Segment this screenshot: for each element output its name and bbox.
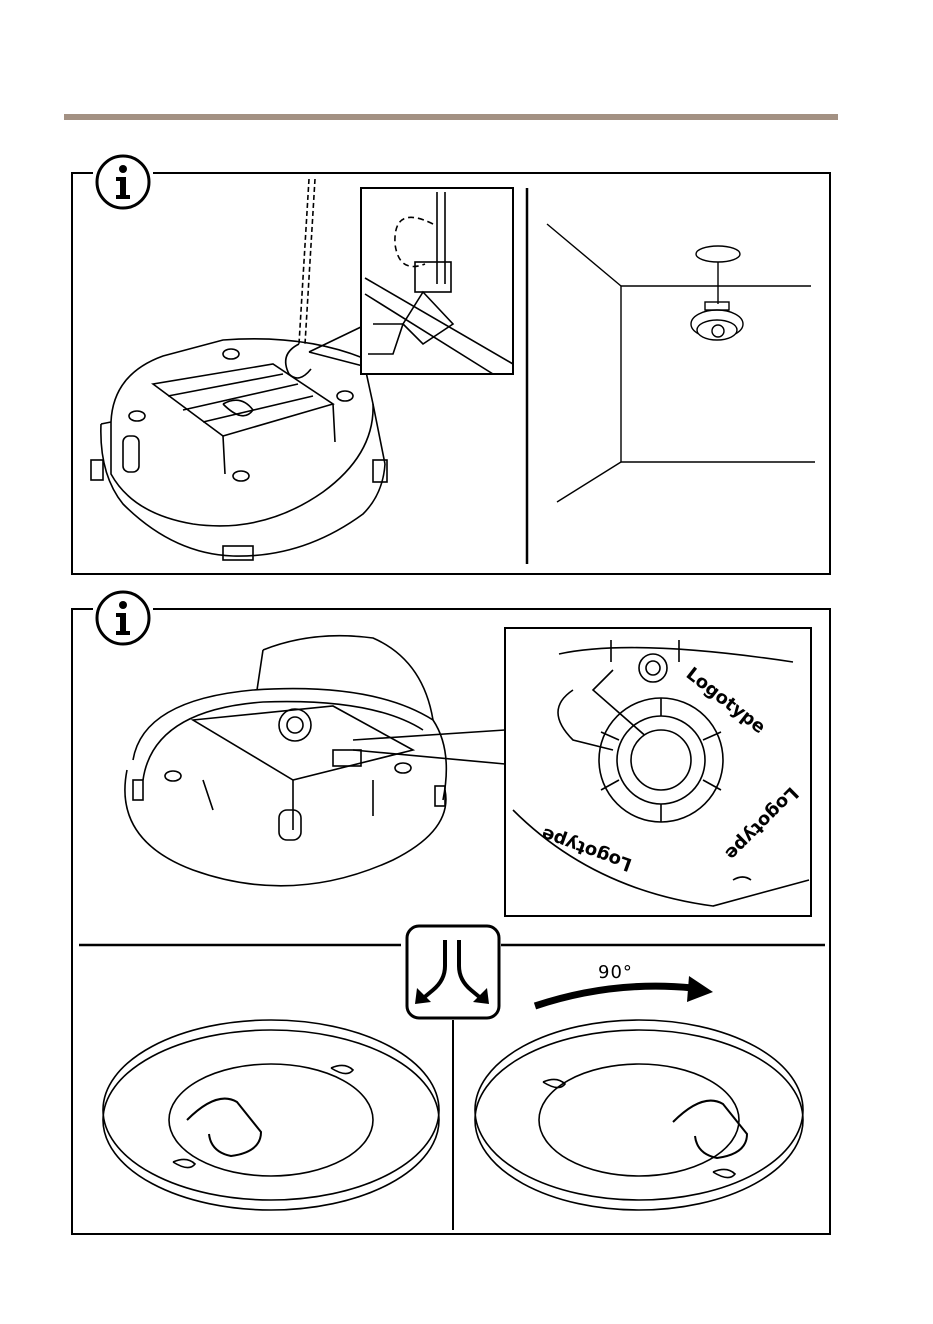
figure-panel-safety-wire	[71, 172, 831, 575]
wire-detail-inset	[361, 188, 513, 374]
cover-default	[103, 1020, 439, 1210]
header-rule	[64, 114, 838, 120]
ceiling-room-scene	[547, 224, 815, 502]
rotation-arrow-head	[687, 976, 713, 1002]
info-icon-badge	[93, 588, 153, 648]
info-icon	[93, 152, 153, 212]
base-with-markings	[125, 636, 505, 886]
info-icon	[93, 588, 153, 648]
figure-panel-logotype-rotation: Logotype Logotype Logotype	[71, 608, 831, 1235]
logotype-detail-inset: Logotype Logotype Logotype	[505, 628, 811, 916]
safety-wire-illustration	[73, 174, 833, 577]
rotation-angle-label: 90°	[598, 962, 633, 983]
info-icon-badge	[93, 152, 153, 212]
split-arrows-icon	[407, 926, 499, 1018]
cover-rotated	[475, 986, 803, 1210]
logotype-illustration: Logotype Logotype Logotype	[73, 610, 833, 1237]
